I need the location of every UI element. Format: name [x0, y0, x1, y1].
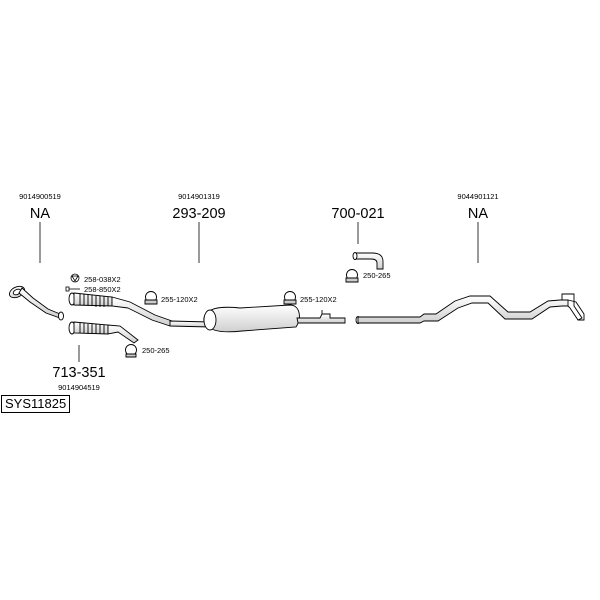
clamp-bend-label: 250-265	[363, 271, 391, 280]
bend-pipe-part: 700-021	[331, 206, 384, 222]
middle-silencer	[169, 304, 346, 333]
system-code: SYS11825	[5, 396, 67, 411]
tail-pipe	[355, 293, 585, 324]
clamp-flex-icon	[125, 344, 137, 358]
bolt-label: 258-850X2	[84, 285, 121, 294]
middle-silencer-part: 293-209	[172, 206, 225, 222]
flex-pipe-lower	[68, 321, 139, 344]
flex-pipe	[68, 292, 173, 327]
clamp-left-icon	[144, 291, 158, 305]
system-code-box: SYS11825	[1, 395, 71, 413]
clamp-right-label: 255-120X2	[300, 295, 337, 304]
gasket-label: 258-038X2	[84, 275, 121, 284]
bolt-icon	[65, 286, 80, 292]
front-pipe-ref: 9014900519	[19, 192, 61, 201]
clamp-bend-icon	[345, 269, 359, 283]
front-pipe	[8, 285, 64, 321]
clamp-right-icon	[283, 291, 297, 305]
flex-pipe-ref: 9014904519	[58, 383, 100, 392]
front-pipe-part: NA	[30, 206, 50, 222]
bend-pipe	[352, 252, 384, 270]
tail-pipe-part: NA	[468, 206, 488, 222]
flex-pipe-part: 713-351	[52, 365, 105, 381]
clamp-flex-label: 250-265	[142, 346, 170, 355]
middle-silencer-ref: 9014901319	[178, 192, 220, 201]
tail-pipe-ref: 9044901121	[457, 192, 498, 201]
gasket-icon	[70, 273, 80, 283]
clamp-left-label: 255-120X2	[161, 295, 198, 304]
